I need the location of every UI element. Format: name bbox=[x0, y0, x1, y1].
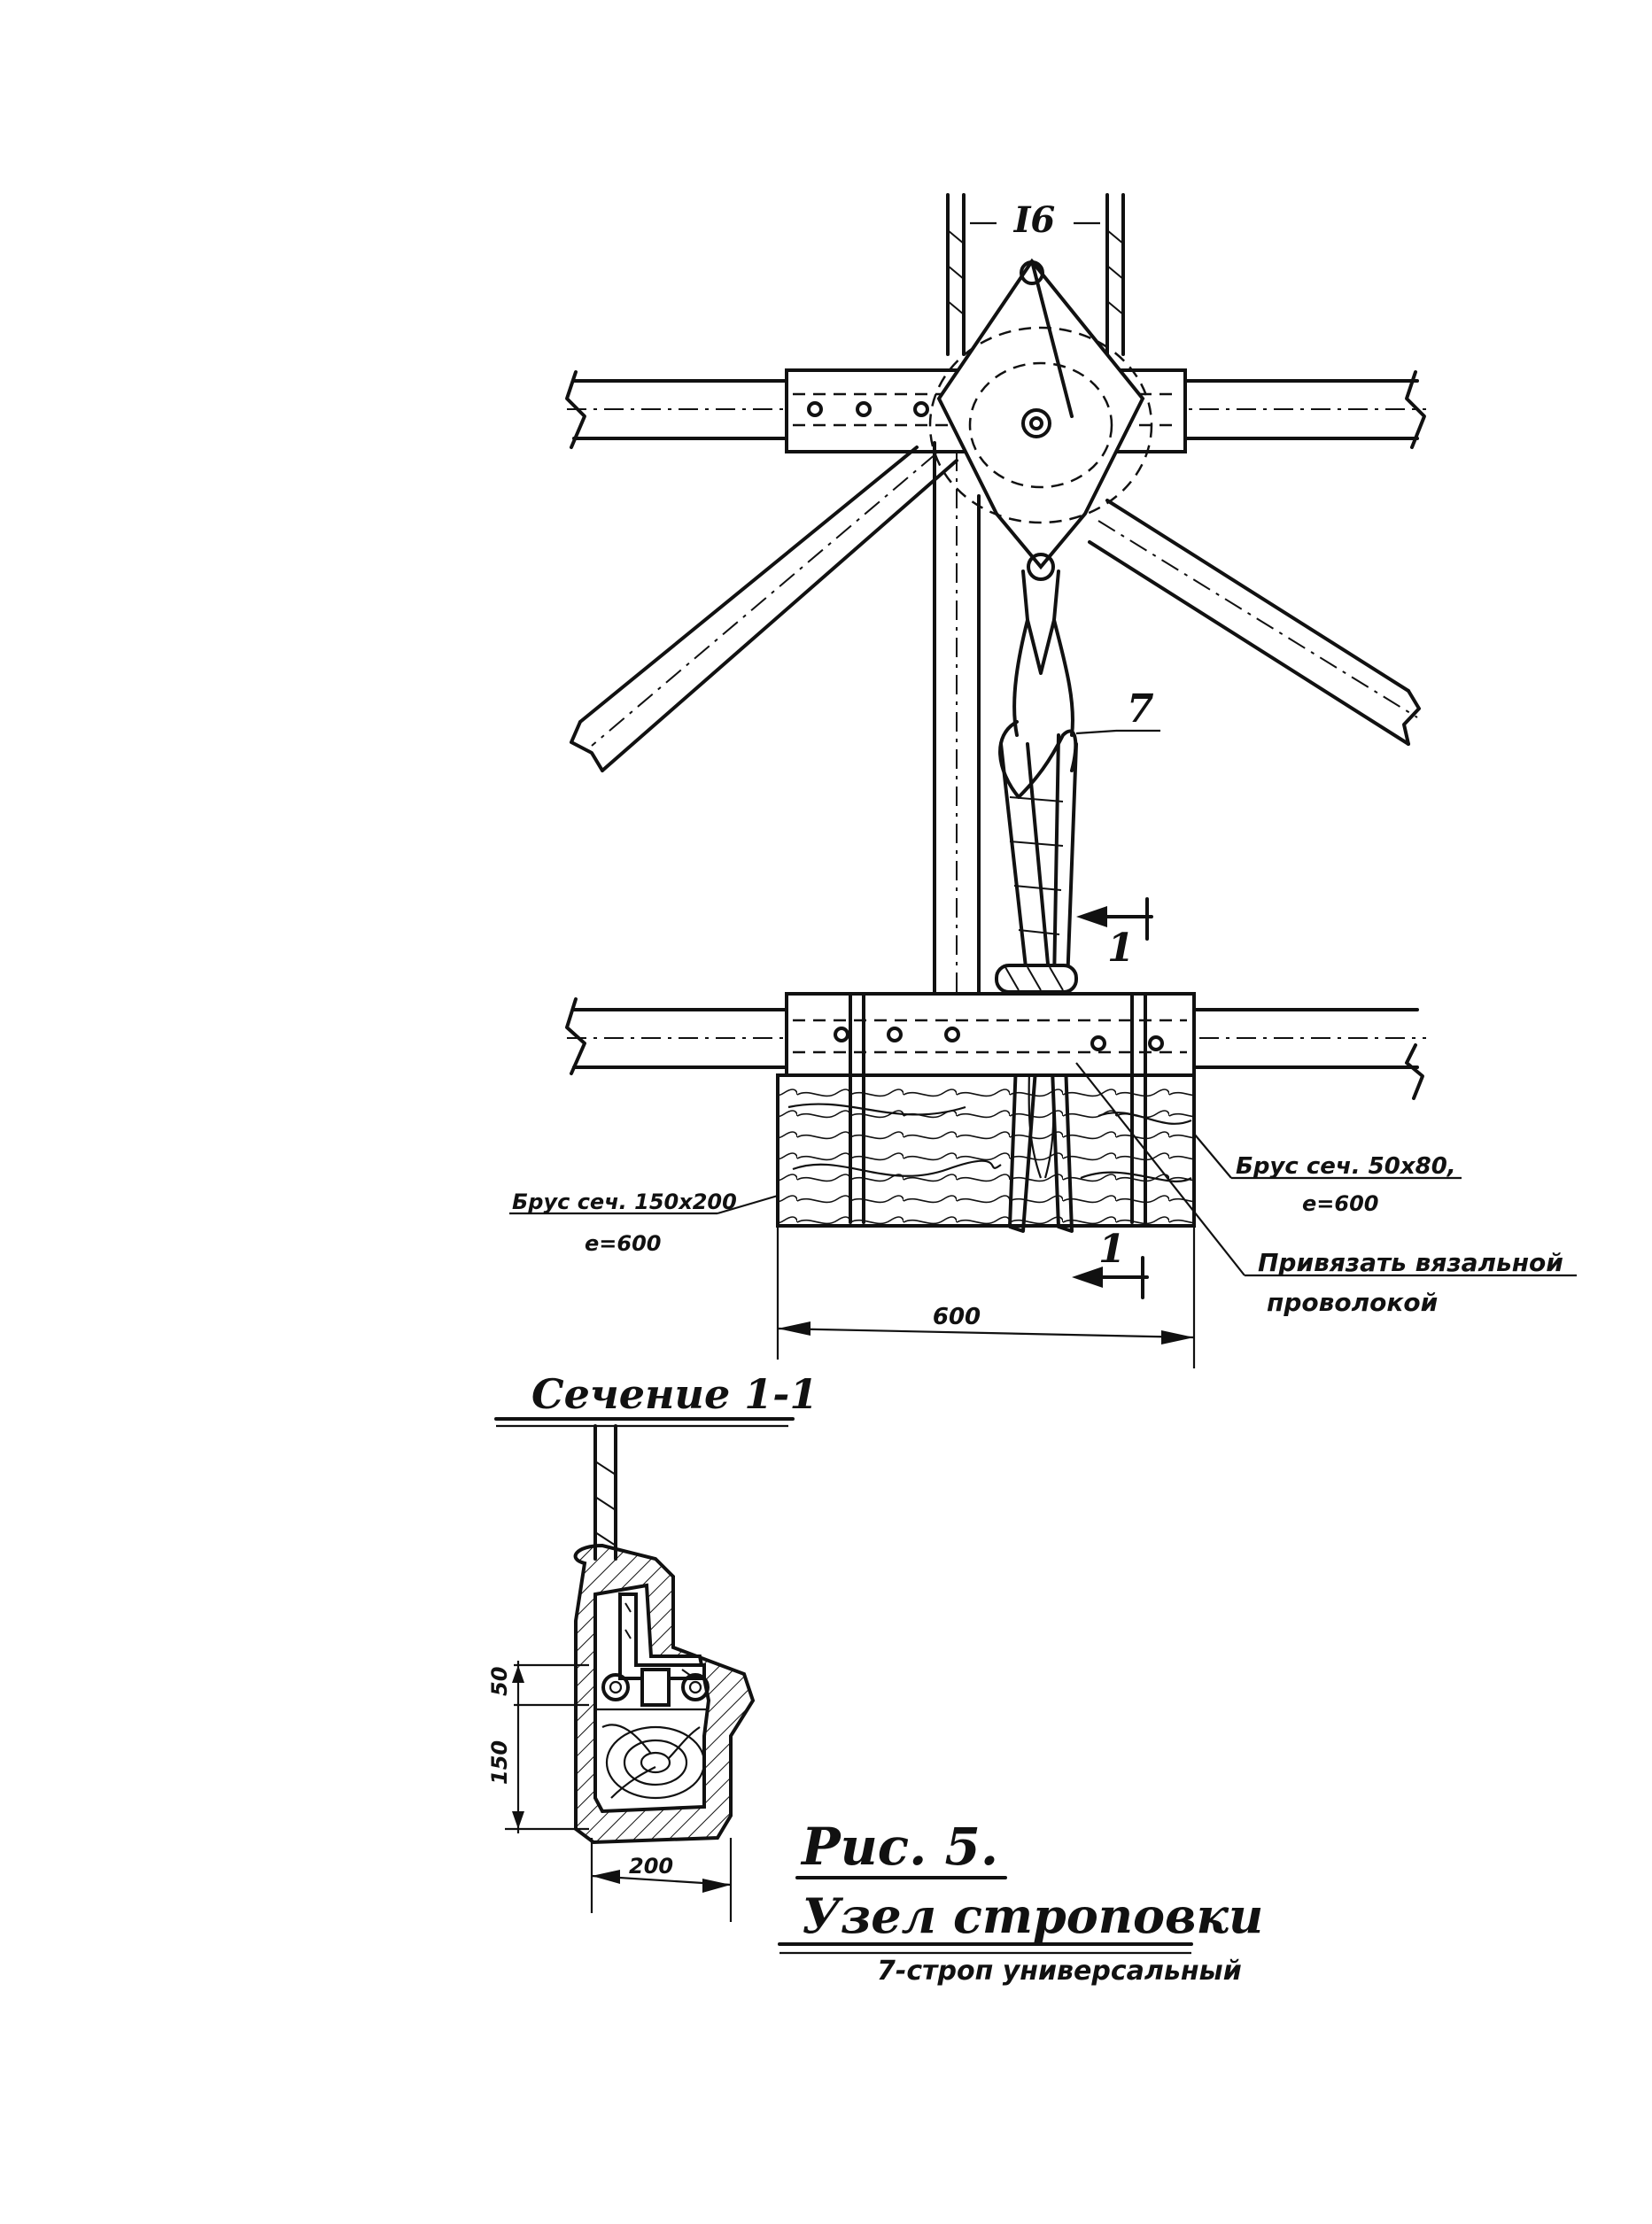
diagonal-braces bbox=[570, 446, 1421, 772]
section-dim-small: 50 bbox=[487, 1667, 512, 1696]
tie-note-line2: проволокой bbox=[1267, 1288, 1438, 1317]
tie-note-line1: Привязать вязальной bbox=[1258, 1248, 1563, 1277]
section-title: Сечение 1-1 bbox=[531, 1370, 818, 1418]
gap-dimension-label: I6 bbox=[1013, 199, 1056, 241]
caption-title: Узел строповки bbox=[802, 1887, 1263, 1944]
beam-right-spacing: е=600 bbox=[1302, 1191, 1378, 1216]
timber-block bbox=[776, 1073, 1196, 1228]
beam-left-label: Брус сеч. 150х200 bbox=[512, 1189, 737, 1214]
caption-subtitle: 7-строп универсальный bbox=[877, 1956, 1242, 1987]
pulley-block bbox=[928, 258, 1153, 737]
callout-tie-note: Привязать вязальной проволокой bbox=[1075, 1062, 1577, 1317]
section-number-top: 1 bbox=[1107, 926, 1135, 971]
callout-beam-left: Брус сеч. 150х200 е=600 bbox=[509, 1189, 779, 1256]
lower-horizontal-beam bbox=[565, 992, 1426, 1224]
section-number-bottom: 1 bbox=[1098, 1227, 1126, 1272]
width-dimension-600: 600 bbox=[776, 1226, 1196, 1368]
callout-beam-right: Брус сеч. 50х80, е=600 bbox=[1193, 1133, 1462, 1216]
beam-left-spacing: е=600 bbox=[585, 1231, 661, 1256]
section-mark-top: 1 bbox=[1076, 897, 1153, 971]
position-marker-7: 7 bbox=[1127, 686, 1154, 732]
section-dim-height: 150 bbox=[487, 1740, 512, 1785]
vertical-post bbox=[933, 441, 981, 994]
suspension-cables bbox=[946, 193, 1125, 356]
section-dim-width: 200 bbox=[629, 1854, 673, 1879]
figure-caption: Рис. 5. Узел строповки 7-строп универсал… bbox=[778, 1817, 1263, 1987]
section-mark-bottom: 1 bbox=[1072, 1227, 1149, 1299]
width-dimension-label: 600 bbox=[933, 1304, 981, 1330]
caption-figure-number: Рис. 5. bbox=[800, 1817, 998, 1877]
section-1-1: Сечение 1-1 bbox=[487, 1370, 818, 1922]
beam-right-label: Брус сеч. 50х80, bbox=[1236, 1153, 1456, 1180]
